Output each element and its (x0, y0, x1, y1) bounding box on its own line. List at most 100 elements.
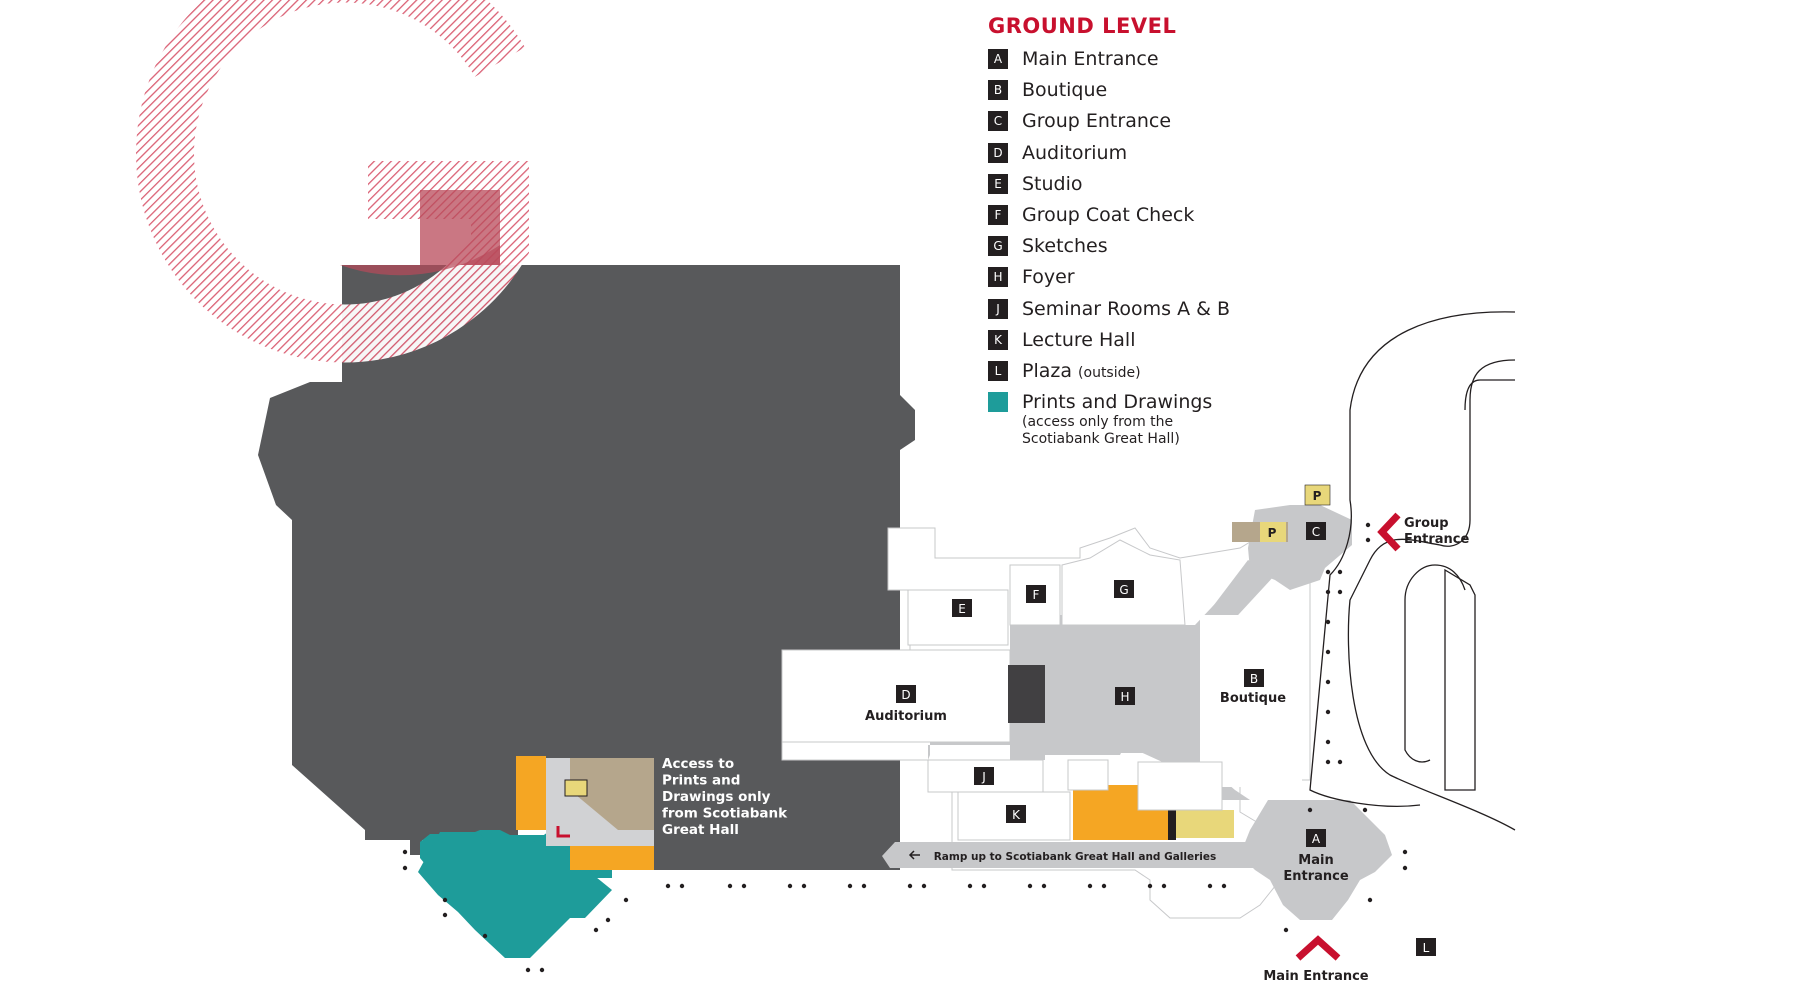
map-key-g: G (1114, 580, 1134, 598)
map-key-text: K (1012, 808, 1021, 822)
legend-item-k: K Lecture Hall (988, 329, 1348, 360)
map-key-text: E (958, 602, 966, 616)
map-key-l: L (1416, 938, 1436, 956)
legend-label-text: Foyer (1022, 266, 1075, 289)
group-entrance-arrow-icon (1377, 512, 1401, 552)
legend-item-prints: Prints and Drawings (988, 391, 1348, 422)
map-key-text: B (1250, 672, 1258, 686)
legend-item-c: C Group Entrance (988, 110, 1348, 141)
legend-item-j: J Seminar Rooms A & B (988, 298, 1348, 329)
legend-label: Group Entrance (1022, 110, 1171, 132)
legend-key-c: C (988, 111, 1008, 132)
access-note-line-2: Prints and (662, 773, 740, 789)
legend-key-b: B (988, 80, 1008, 101)
map-key-text: G (1119, 583, 1128, 597)
legend-label-text: Plaza (1022, 359, 1072, 382)
legend-label: Sketches (1022, 235, 1108, 257)
gallery-block (258, 265, 915, 870)
ramp (882, 842, 1260, 868)
legend-key-h: H (988, 267, 1008, 288)
main-entrance-arrow-icon (1295, 935, 1341, 961)
legend-key-j: J (988, 298, 1008, 319)
map-key-f: F (1026, 585, 1046, 603)
prints-access-note-line1: (access only from the (1022, 414, 1174, 431)
legend-label-text: Studio (1022, 172, 1083, 195)
access-corner-icon (556, 826, 570, 838)
map-key-text: L (1423, 941, 1430, 955)
map-key-text: D (901, 688, 910, 702)
map-key-b: B (1244, 669, 1264, 687)
legend-label-text: Group Coat Check (1022, 203, 1195, 226)
ramp-arrow-icon (908, 850, 920, 860)
map-key-text: C (1312, 525, 1320, 539)
map-key-e: E (952, 599, 972, 617)
label-parking-left: P (1268, 526, 1277, 540)
legend-label-suffix: (outside) (1078, 364, 1141, 381)
legend-key-d: D (988, 142, 1008, 163)
label-ramp: Ramp up to Scotiabank Great Hall and Gal… (934, 851, 1217, 863)
legend-label-text: Lecture Hall (1022, 328, 1136, 351)
legend-key-k: K (988, 329, 1008, 350)
washroom-bottom (570, 846, 654, 870)
legend-label-text: Group Entrance (1022, 110, 1172, 133)
label-group-entrance-line1: Group (1404, 516, 1449, 531)
legend-label: Auditorium (1022, 142, 1127, 164)
legend-label: Plaza (outside) (1022, 360, 1141, 384)
service-area (570, 758, 654, 830)
parking-upper (1304, 484, 1331, 506)
map-key-text: F (1033, 588, 1040, 602)
legend-label-text: Boutique (1022, 79, 1108, 102)
legend-key-e: E (988, 173, 1008, 194)
access-note-line-3: Drawings only (662, 789, 771, 805)
elevator-block (1176, 810, 1234, 838)
map-key-j: J (974, 767, 994, 785)
label-main-entrance-line1: Main (1298, 853, 1333, 868)
legend-item-h: H Foyer (988, 266, 1348, 297)
legend-item-l: L Plaza (outside) (988, 360, 1348, 391)
legend-item-b: B Boutique (988, 79, 1348, 110)
legend-key-g: G (988, 236, 1008, 257)
legend-key-l: L (988, 360, 1008, 381)
legend-label: Boutique (1022, 79, 1107, 101)
legend-label: Studio (1022, 173, 1083, 195)
main-entrance-hall (1240, 800, 1392, 920)
label-parking-upper: P (1313, 489, 1322, 503)
level-letter-graphic (136, 0, 529, 363)
legend-item-g: G Sketches (988, 235, 1348, 266)
legend-label-text: Prints and Drawings (1022, 391, 1213, 414)
prints-teal-shape (418, 832, 612, 958)
legend-item-a: A Main Entrance (988, 48, 1348, 79)
legend-label: Prints and Drawings (1022, 391, 1212, 413)
map-key-d: D (896, 685, 916, 703)
map-key-k: K (1006, 805, 1026, 823)
room-boutique (1200, 615, 1302, 787)
map-key-a: A (1306, 829, 1326, 847)
map-key-c: C (1306, 522, 1326, 540)
legend-label-text: Sketches (1022, 235, 1108, 258)
legend-label: Foyer (1022, 266, 1075, 288)
legend-label: Group Coat Check (1022, 204, 1194, 226)
prints-swatch (988, 392, 1008, 413)
map-key-text: H (1120, 690, 1129, 704)
access-note-line-4: from Scotiabank (662, 806, 788, 822)
prints-access-note-line2: Scotiabank Great Hall) (1022, 431, 1180, 448)
label-group-entrance-line2: Entrance (1404, 532, 1469, 547)
label-auditorium: Auditorium (865, 709, 947, 724)
map-key-text: A (1312, 832, 1321, 846)
washroom-left (516, 756, 546, 830)
label-boutique: Boutique (1220, 691, 1286, 706)
map-key-h: H (1115, 687, 1135, 705)
room-studio (907, 589, 1009, 646)
legend-key-a: A (988, 49, 1008, 69)
legend-key-f: F (988, 204, 1008, 225)
property-dots (402, 522, 1408, 973)
legend-label: Lecture Hall (1022, 329, 1136, 351)
access-note-line-5: Great Hall (662, 822, 739, 838)
legend-label: Seminar Rooms A & B (1022, 298, 1230, 320)
legend-label-text: Seminar Rooms A & B (1022, 297, 1231, 320)
legend-item-d: D Auditorium (988, 142, 1348, 173)
road-outline (1309, 311, 1516, 831)
legend-label-text: Main Entrance (1022, 48, 1159, 70)
